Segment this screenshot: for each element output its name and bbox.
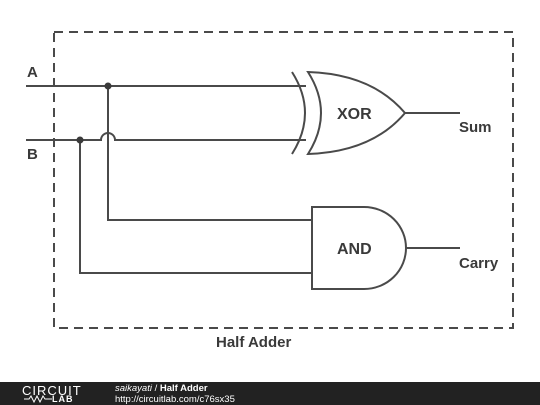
junction-dot-b [76, 136, 84, 144]
and-gate-label: AND [337, 241, 372, 258]
xor-gate-extra-curve [291, 71, 306, 155]
wire-a-to-and [107, 86, 312, 221]
output-carry-label: Carry [459, 255, 499, 272]
circuit-title[interactable]: Half Adder [159, 383, 208, 394]
logo-lab-text: LAB [52, 394, 74, 404]
wire-b [26, 132, 306, 141]
credit-separator: / [151, 383, 160, 394]
half-adder-boundary [53, 31, 514, 329]
circuit-url[interactable]: http://circuitlab.com/c76sx35 [115, 394, 235, 405]
output-sum-label: Sum [459, 119, 492, 136]
footer-bar: CIRCUIT LAB saikayati / Half Adder http:… [0, 382, 540, 405]
half-adder-label: Half Adder [216, 334, 291, 351]
xor-gate-label: XOR [337, 106, 372, 123]
logo-circuit-text: CIRCUIT [22, 383, 82, 398]
circuitlab-logo[interactable]: CIRCUIT LAB [22, 383, 96, 404]
wire-b-to-and [79, 140, 312, 274]
and-gate-body [311, 206, 407, 290]
xor-gate-body [306, 70, 407, 156]
input-b-label: B [27, 146, 38, 163]
circuit-credit: saikayati / Half Adder http://circuitlab… [115, 383, 235, 405]
half-adder-schematic: A B XOR AND Sum Carry Half Adder [26, 31, 514, 351]
author-name[interactable]: saikayati [115, 383, 152, 394]
input-a-label: A [27, 64, 38, 81]
resistor-wave-icon [24, 395, 52, 403]
junction-dot-a [104, 82, 112, 90]
